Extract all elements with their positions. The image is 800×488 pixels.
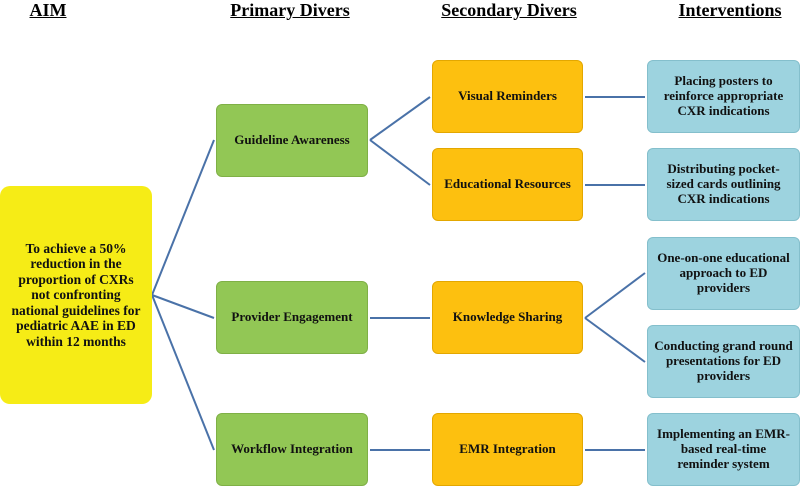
intervention-text: Implementing an EMR-based real-time remi… bbox=[657, 426, 790, 471]
secondary-driver-label: Educational Resources bbox=[444, 176, 571, 192]
primary-driver-guideline-awareness: Guideline Awareness bbox=[216, 104, 368, 177]
intervention-text: One-on-one educational approach to ED pr… bbox=[657, 250, 790, 295]
secondary-driver-label: EMR Integration bbox=[459, 441, 556, 457]
secondary-driver-label: Knowledge Sharing bbox=[452, 309, 563, 325]
secondary-driver-visual-reminders: Visual Reminders bbox=[432, 60, 583, 133]
connector-knowledge-grandround bbox=[584, 317, 646, 363]
secondary-driver-knowledge-sharing: Knowledge Sharing bbox=[432, 281, 583, 354]
connector-knowledge-oneonone bbox=[584, 272, 646, 319]
connector-aim-workflow bbox=[151, 294, 215, 451]
primary-driver-label: Provider Engagement bbox=[231, 309, 353, 325]
aim-text: To achieve a 50% reduction in the propor… bbox=[11, 240, 141, 349]
interventions-header: Interventions bbox=[678, 0, 782, 20]
intervention-pocket-cards: Distributing pocket-sized cards outlinin… bbox=[647, 148, 800, 221]
intervention-text: Conducting grand round presentations for… bbox=[654, 338, 793, 383]
aim-header: AIM bbox=[29, 0, 67, 20]
intervention-text: Distributing pocket-sized cards outlinin… bbox=[666, 161, 781, 206]
aim-box: To achieve a 50% reduction in the propor… bbox=[0, 186, 152, 404]
primary-driver-label: Workflow Integration bbox=[231, 441, 353, 457]
secondary-driver-emr-integration: EMR Integration bbox=[432, 413, 583, 486]
intervention-posters: Placing posters to reinforce appropriate… bbox=[647, 60, 800, 133]
secondary-drivers-header: Secondary Divers bbox=[441, 0, 577, 20]
intervention-emr-reminder: Implementing an EMR-based real-time remi… bbox=[647, 413, 800, 486]
secondary-driver-label: Visual Reminders bbox=[458, 88, 557, 104]
intervention-text: Placing posters to reinforce appropriate… bbox=[663, 73, 784, 118]
intervention-grand-rounds: Conducting grand round presentations for… bbox=[647, 325, 800, 398]
primary-driver-provider-engagement: Provider Engagement bbox=[216, 281, 368, 354]
connector-aim-provider bbox=[151, 294, 215, 319]
connector-guideline-educational bbox=[369, 139, 431, 186]
primary-driver-label: Guideline Awareness bbox=[234, 132, 350, 148]
primary-drivers-header: Primary Divers bbox=[230, 0, 350, 20]
intervention-one-on-one: One-on-one educational approach to ED pr… bbox=[647, 237, 800, 310]
secondary-driver-educational-resources: Educational Resources bbox=[432, 148, 583, 221]
connector-guideline-visual bbox=[369, 96, 431, 141]
primary-driver-workflow-integration: Workflow Integration bbox=[216, 413, 368, 486]
connector-aim-guideline bbox=[151, 139, 215, 296]
